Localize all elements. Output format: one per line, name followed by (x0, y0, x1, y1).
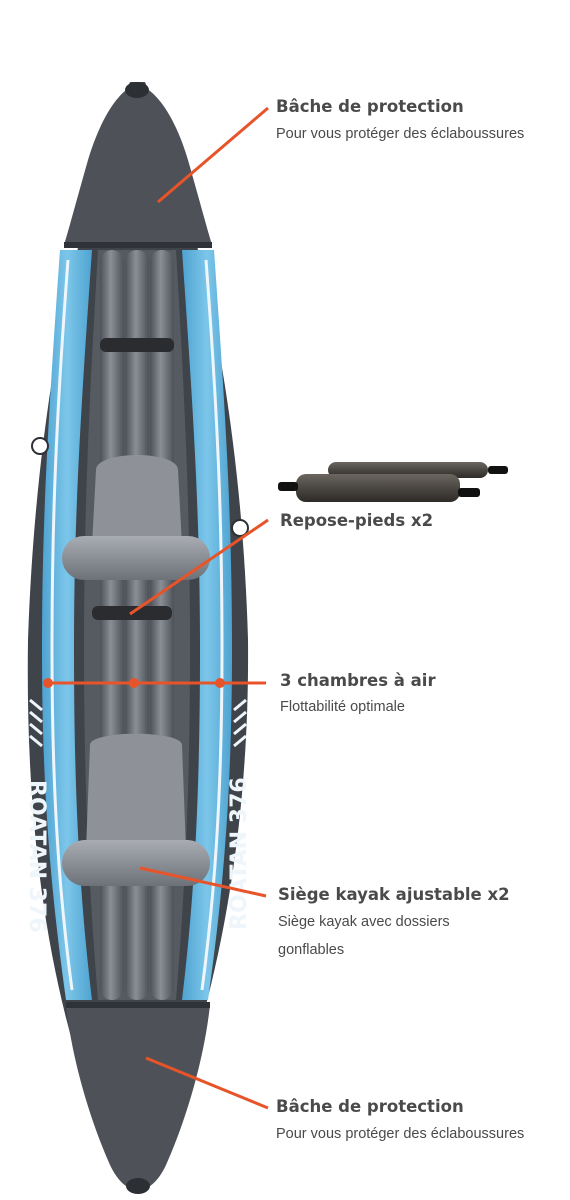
air-chamber-tube-1 (100, 250, 124, 1000)
hull-model-text-left: ROATAN 376 (24, 780, 49, 933)
seat-front-cushion (62, 536, 210, 580)
seat-front-backrest (92, 455, 182, 545)
label-bottom-cover: Bâche de protection Pour vous protéger d… (276, 1097, 524, 1148)
stern-handle (126, 1178, 150, 1194)
seat-rear-backrest (86, 733, 186, 850)
label-top-cover-desc: Pour vous protéger des éclaboussures (276, 126, 525, 142)
label-seat-desc-line1: Siège kayak avec dossiers (278, 914, 450, 930)
label-air-chambers-title: 3 chambres à air (280, 671, 436, 690)
label-footrest: Repose-pieds x2 (280, 511, 433, 530)
hull-stripe-right (200, 259, 224, 991)
label-footrest-title: Repose-pieds x2 (280, 511, 434, 530)
annotation-lines (46, 106, 269, 1110)
label-air-chambers: 3 chambres à air Flottabilité optimale (280, 671, 436, 721)
label-air-chambers-desc: Flottabilité optimale (280, 699, 405, 715)
air-chamber-tube-3 (150, 250, 174, 1000)
hull-chevrons-right (233, 698, 247, 748)
brand-logo-right (231, 519, 249, 537)
label-bottom-cover-title: Bâche de protection (276, 1097, 464, 1116)
label-bottom-cover-desc: Pour vous protéger des éclaboussures (276, 1126, 525, 1142)
hull-chevrons-left (29, 698, 43, 748)
bow-handle (125, 82, 149, 98)
label-top-cover: Bâche de protection Pour vous protéger d… (276, 97, 524, 148)
label-seat: Siège kayak ajustable x2 Siège kayak ave… (278, 885, 510, 964)
hull-stripe-left (50, 259, 74, 991)
footrest-foam-illustration (278, 462, 508, 502)
air-chamber-dots (43, 678, 225, 688)
top-spray-cover (64, 84, 212, 245)
label-seat-desc-line2: gonflables (278, 942, 345, 958)
brand-logo-left (31, 437, 49, 455)
bottom-spray-cover (66, 1005, 210, 1190)
label-top-cover-title: Bâche de protection (276, 97, 464, 116)
hull-model-text-right: ROATAN 376 (227, 777, 252, 930)
air-chamber-tube-2 (125, 250, 149, 1000)
footrest-front (100, 338, 174, 352)
label-seat-title: Siège kayak ajustable x2 (278, 885, 510, 904)
